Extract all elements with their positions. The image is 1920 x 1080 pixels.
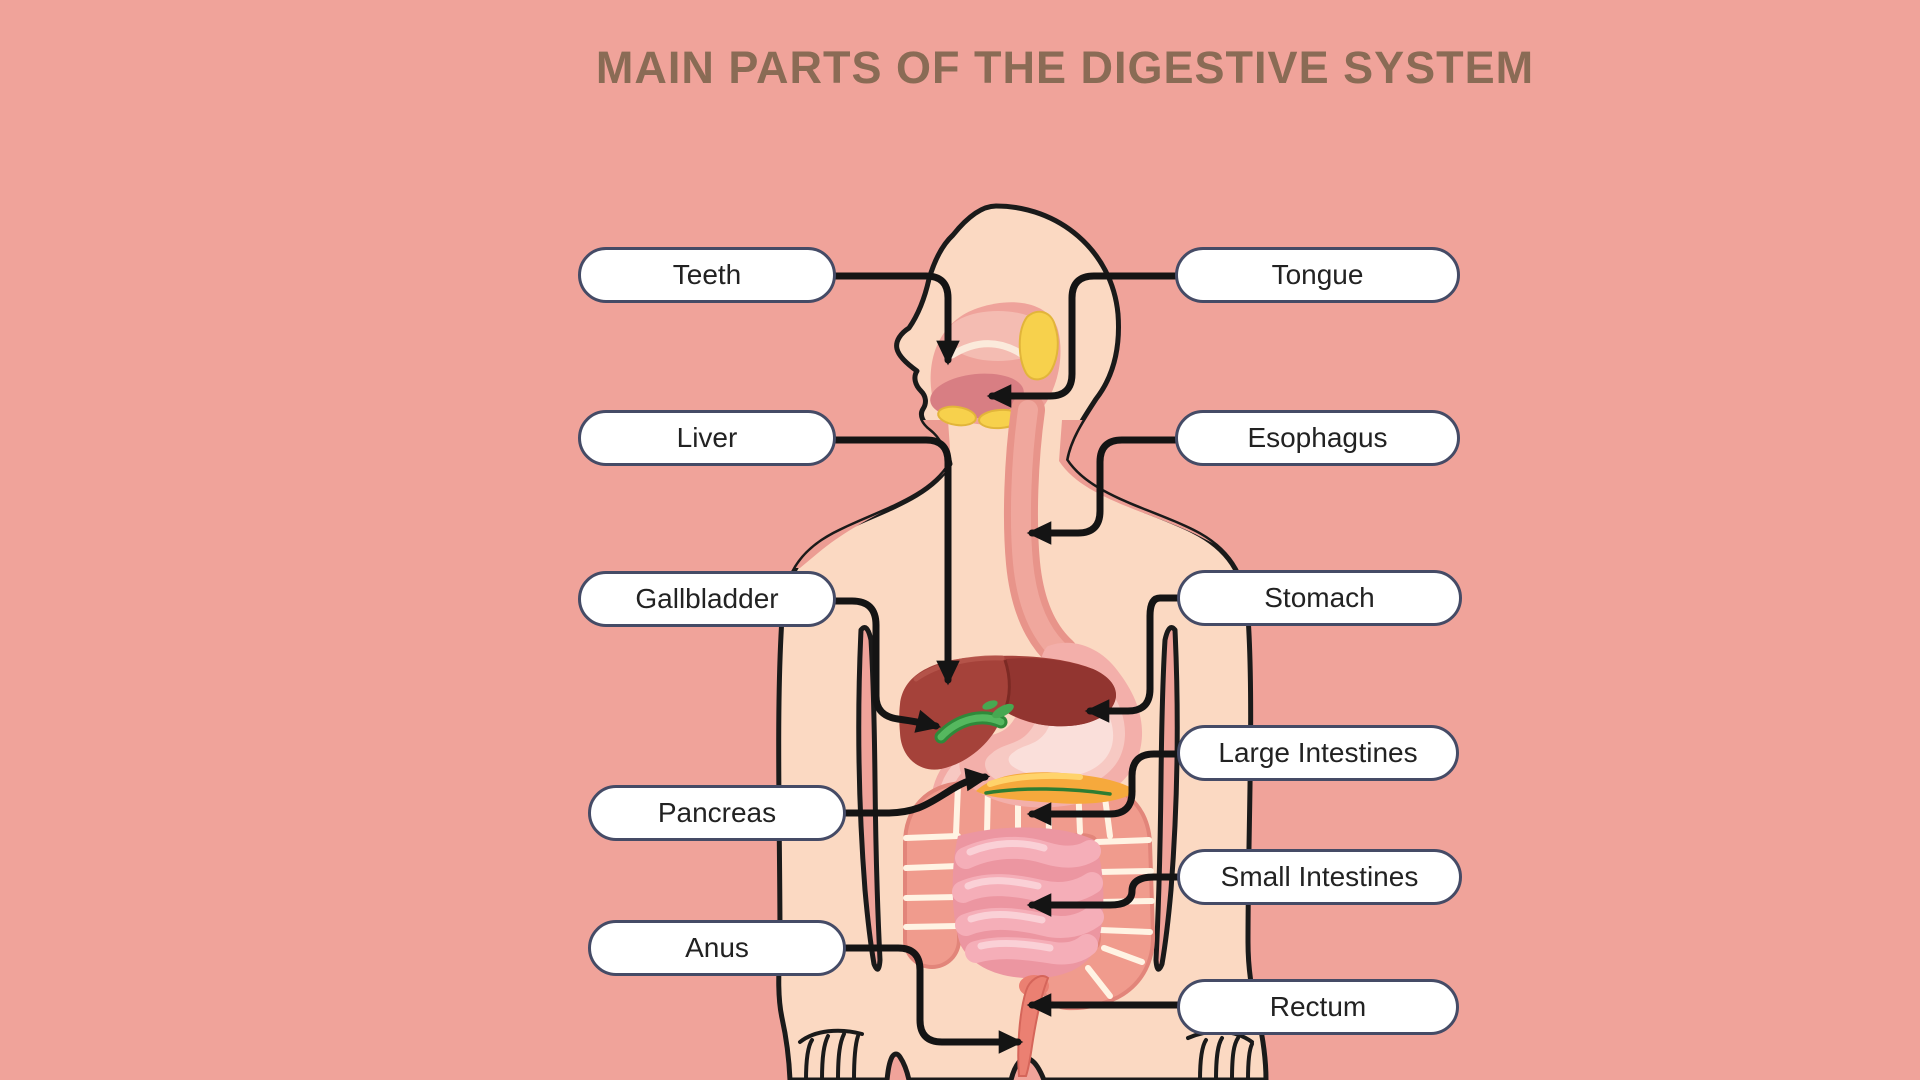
stomach-connector: [1084, 594, 1181, 723]
label-pill-rectum: Rectum: [1177, 979, 1459, 1035]
label-pill-teeth: Teeth: [578, 247, 836, 303]
label-pill-anus: Anus: [588, 920, 846, 976]
sublingual-gland: [937, 405, 977, 427]
pancreas-connector: [842, 767, 991, 817]
label-text-gallbladder: Gallbladder: [635, 583, 779, 614]
large-intestines-connector: [1026, 750, 1181, 826]
esophagus-connector: [1026, 436, 1179, 545]
label-pill-tongue: Tongue: [1175, 247, 1460, 303]
page-title: MAIN PARTS OF THE DIGESTIVE SYSTEM: [595, 42, 1535, 93]
label-text-liver: Liver: [676, 422, 738, 453]
label-pill-stomach: Stomach: [1177, 570, 1462, 626]
label-pill-esophagus: Esophagus: [1175, 410, 1460, 466]
teeth-connector: [832, 272, 960, 366]
label-text-teeth: Teeth: [672, 259, 742, 290]
label-text-large-intestines: Large Intestines: [1218, 737, 1418, 768]
anus-connector: [842, 944, 1024, 1054]
connectors: [832, 272, 1181, 1054]
parotid-gland: [1018, 310, 1059, 381]
label-pill-large-intestines: Large Intestines: [1177, 725, 1459, 781]
large-intestine-organ: [903, 779, 1155, 1011]
gallbladder-organ: [934, 700, 1014, 744]
label-text-stomach: Stomach: [1264, 582, 1375, 613]
liver-connector: [832, 436, 960, 686]
label-text-rectum: Rectum: [1269, 991, 1367, 1022]
label-pill-liver: Liver: [578, 410, 836, 466]
label-text-esophagus: Esophagus: [1247, 422, 1388, 453]
small-intestines-connector: [1026, 873, 1181, 917]
tongue-connector: [986, 272, 1179, 408]
label-text-anus: Anus: [685, 932, 749, 963]
esophagus-organ: [1003, 393, 1078, 670]
pancreas-organ: [976, 772, 1136, 804]
label-text-pancreas: Pancreas: [657, 797, 777, 828]
label-pill-gallbladder: Gallbladder: [578, 571, 836, 627]
label-pill-pancreas: Pancreas: [588, 785, 846, 841]
label-text-tongue: Tongue: [1271, 259, 1364, 290]
gallbladder-connector: [832, 597, 942, 733]
label-pill-small-intestines: Small Intestines: [1177, 849, 1462, 905]
label-text-small-intestines: Small Intestines: [1220, 861, 1419, 892]
